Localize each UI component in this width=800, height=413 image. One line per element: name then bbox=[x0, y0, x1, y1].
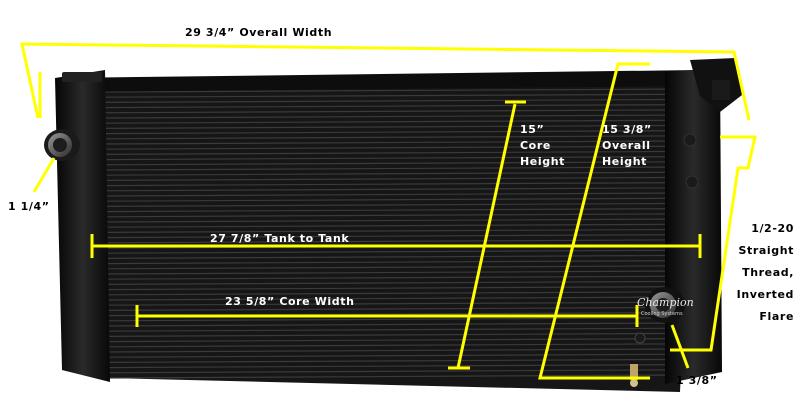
dimension-lines bbox=[20, 42, 757, 380]
inlet-size-label: 1 1/4” bbox=[8, 200, 50, 213]
fin-line bbox=[100, 88, 694, 93]
fin-line bbox=[100, 98, 694, 103]
fin-line bbox=[105, 369, 683, 374]
brand-logo: Champion bbox=[637, 296, 694, 309]
radiator-core bbox=[95, 74, 695, 392]
lower-fitting-icon bbox=[634, 332, 646, 344]
fin-line bbox=[105, 364, 683, 369]
brand-logo-subtext: Cooling Systems bbox=[641, 311, 683, 317]
overall-width-line bbox=[20, 42, 751, 121]
outlet-size-label: 1 3/8” bbox=[676, 374, 718, 387]
inlet-pipe-icon bbox=[44, 129, 80, 161]
fin-line bbox=[104, 317, 685, 322]
fin-line bbox=[105, 358, 683, 363]
overall-height-line bbox=[538, 62, 650, 380]
fin-line bbox=[103, 254, 687, 259]
fin-line bbox=[102, 182, 690, 187]
outlet-pipe-icon bbox=[645, 287, 685, 323]
fitting-callout-line bbox=[670, 135, 757, 352]
core-fins bbox=[100, 88, 694, 379]
fin-line bbox=[102, 218, 689, 223]
fin-line bbox=[101, 150, 691, 155]
fin-line bbox=[103, 234, 688, 239]
fin-line bbox=[104, 280, 686, 285]
fin-line bbox=[100, 109, 693, 114]
fin-line bbox=[105, 353, 683, 358]
fin-line bbox=[104, 306, 685, 311]
core-width-label: 23 5/8” Core Width bbox=[225, 295, 355, 308]
fin-line bbox=[101, 156, 691, 161]
fin-line bbox=[102, 192, 690, 197]
fitting-port-icon bbox=[683, 133, 697, 147]
overall-width-label: 29 3/4” Overall Width bbox=[185, 26, 333, 39]
fin-line bbox=[102, 213, 689, 218]
fin-line bbox=[102, 208, 689, 213]
fin-line bbox=[103, 249, 687, 254]
fitting-spec-label: 1/2-20 Straight Thread, Inverted Flare bbox=[736, 222, 794, 323]
fin-line bbox=[105, 327, 684, 332]
fin-line bbox=[102, 176, 690, 181]
fin-line bbox=[105, 374, 683, 379]
drain-petcock-icon bbox=[630, 364, 638, 387]
fin-line bbox=[101, 124, 692, 129]
fin-line bbox=[102, 202, 689, 207]
fin-line bbox=[104, 301, 685, 306]
fin-line bbox=[104, 296, 686, 301]
fin-line bbox=[104, 286, 686, 291]
fin-line bbox=[101, 130, 692, 135]
fitting-port-icon bbox=[685, 175, 699, 189]
fin-line bbox=[100, 114, 693, 119]
fin-line bbox=[102, 187, 690, 192]
fin-line bbox=[101, 135, 692, 140]
fin-line bbox=[103, 265, 687, 270]
fin-line bbox=[101, 140, 692, 145]
fin-line bbox=[101, 145, 692, 150]
outlet-callout-line bbox=[670, 324, 690, 369]
fin-line bbox=[102, 197, 690, 202]
fin-line bbox=[105, 343, 684, 348]
fin-line bbox=[105, 332, 684, 337]
fin-line bbox=[105, 348, 684, 353]
tank-to-tank-label: 27 7/8” Tank to Tank bbox=[210, 232, 350, 245]
left-tank bbox=[55, 70, 110, 382]
fin-line bbox=[103, 228, 688, 233]
fin-line bbox=[104, 322, 685, 327]
fin-line bbox=[104, 291, 686, 296]
fin-line bbox=[103, 260, 687, 265]
fin-line bbox=[103, 270, 687, 275]
fin-line bbox=[102, 223, 689, 228]
core-height-label: 15” Core Height bbox=[520, 123, 566, 168]
fin-line bbox=[104, 275, 686, 280]
inlet-callout-line bbox=[32, 157, 56, 193]
fin-line bbox=[100, 93, 694, 98]
core-height-line bbox=[456, 103, 517, 369]
overall-height-label: 15 3/8” Overall Height bbox=[602, 123, 652, 168]
top-header bbox=[60, 70, 700, 92]
fin-line bbox=[100, 104, 693, 109]
fin-line bbox=[105, 338, 684, 343]
fin-line bbox=[100, 119, 693, 124]
fin-line bbox=[103, 239, 688, 244]
